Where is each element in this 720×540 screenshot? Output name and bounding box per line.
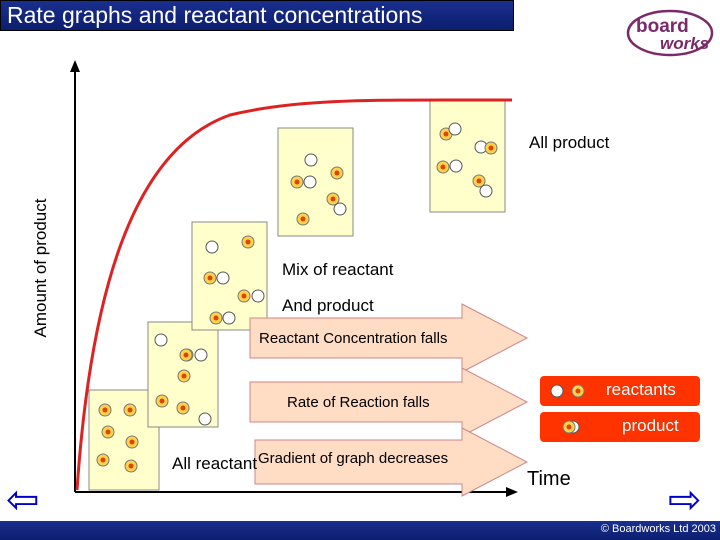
product-particle <box>251 289 265 303</box>
reactant-particle <box>179 348 193 362</box>
panel-all-product <box>429 99 506 213</box>
x-axis-label: Time <box>527 468 571 490</box>
all-product-label: All product <box>529 133 610 152</box>
copyright: © Boardworks Ltd 2003 <box>600 523 716 535</box>
product-particle <box>303 175 317 189</box>
reactant-particle <box>96 453 110 467</box>
reactant-particle <box>177 369 191 383</box>
reactant-particle <box>290 175 304 189</box>
mix-label-line2: And product <box>282 296 374 315</box>
mix-label-line1: Mix of reactant <box>282 260 394 279</box>
footer: © Boardworks Ltd 2003 <box>0 521 720 540</box>
reactant-particle <box>203 271 217 285</box>
boardworks-logo: board works <box>626 9 714 57</box>
y-axis-arrowhead <box>70 60 80 72</box>
legend-reactants-text: reactants <box>606 380 676 399</box>
product-particle <box>205 240 219 254</box>
product-curve <box>75 98 513 491</box>
x-axis-arrowhead <box>506 487 518 497</box>
logo-line2: works <box>660 34 709 53</box>
reactant-particle <box>123 403 137 417</box>
page-title: Rate graphs and reactant concentrations <box>7 2 423 28</box>
all-reactant-label: All reactant <box>172 454 258 473</box>
arrow-gradient-text: Gradient of graph decreases <box>258 450 449 467</box>
legend-product-box <box>540 412 700 442</box>
title-bar: Rate graphs and reactant concentrations <box>0 0 514 31</box>
reactant-particle <box>484 141 498 155</box>
product-particle <box>333 202 347 216</box>
product-particle <box>304 153 318 167</box>
reactant-particle <box>125 435 139 449</box>
reactant-particle <box>176 401 190 415</box>
reactant-particle <box>326 192 340 206</box>
reactant-particle <box>296 212 310 226</box>
reactant-particle <box>101 425 115 439</box>
arrow-rate-text: Rate of Reaction falls <box>287 394 430 411</box>
arrow-concentration-text: Reactant Concentration falls <box>259 330 448 347</box>
reactant-particle <box>237 289 251 303</box>
right-arrow-icon[interactable]: ⇨ <box>668 478 702 522</box>
reactant-particle <box>562 420 576 434</box>
particles <box>96 122 585 473</box>
reactant-particle <box>241 235 255 249</box>
reactant-particle <box>124 459 138 473</box>
reactant-particle <box>155 394 169 408</box>
product-particle <box>448 122 462 136</box>
logo-line1: board <box>636 16 689 37</box>
product-particle <box>194 348 208 362</box>
product-particle <box>198 412 212 426</box>
reactant-particle <box>209 311 223 325</box>
product-particle <box>154 333 168 347</box>
reactant-particle <box>571 384 585 398</box>
reactant-particle <box>436 160 450 174</box>
product-particle <box>449 159 463 173</box>
product-particle <box>479 184 493 198</box>
product-particle <box>222 311 236 325</box>
arrow-rate <box>249 367 529 437</box>
reactant-particle <box>472 174 486 188</box>
product-particle <box>550 384 564 398</box>
arrow-concentration <box>249 303 529 373</box>
left-arrow-icon[interactable]: ⇦ <box>6 478 40 522</box>
reactant-particle <box>98 403 112 417</box>
legend-product-text: product <box>622 416 679 435</box>
product-particle <box>216 271 230 285</box>
y-axis-label: Amount of product <box>31 198 50 338</box>
legend-reactants-box <box>540 376 700 406</box>
reactant-particle <box>330 166 344 180</box>
